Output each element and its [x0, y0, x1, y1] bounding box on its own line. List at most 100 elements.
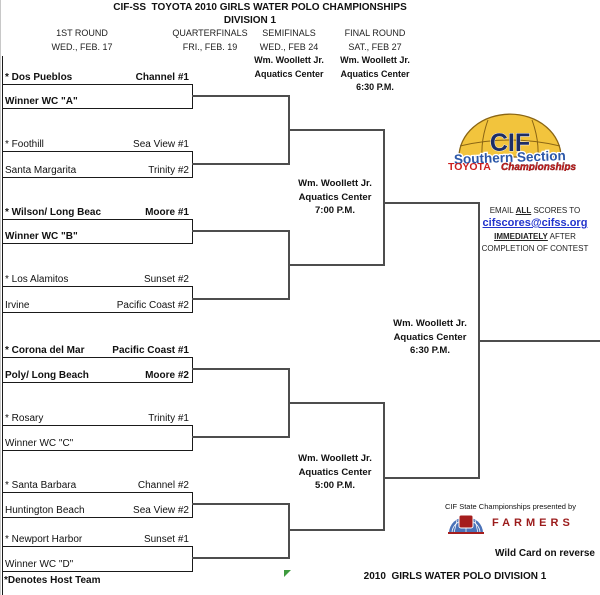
email-line-3: IMMEDIATELY AFTER	[471, 231, 599, 243]
farmers-arch-icon	[448, 514, 484, 534]
division-subtitle: DIVISION 1	[223, 15, 277, 26]
bracket-line	[192, 230, 289, 232]
team-name: * Corona del Mar	[5, 345, 85, 356]
logo-championships-text: Championships	[501, 162, 576, 171]
bracket-line	[2, 177, 192, 178]
round-time: 6:30 P.M.	[356, 82, 394, 92]
bracket-line	[383, 402, 385, 531]
team-name: * Foothill	[5, 139, 44, 150]
team-slot: * Foothill Sea View #1	[5, 137, 189, 150]
bracket-line	[2, 84, 192, 85]
email-mid: SCORES TO	[531, 206, 581, 215]
venue-line: Aquatics Center	[393, 331, 467, 343]
email-all-emphasis: ALL	[515, 206, 532, 215]
semifinal-top-venue: Wm. Woollett Jr. Aquatics Center 7:00 P.…	[285, 177, 385, 218]
bracket-line	[192, 163, 289, 165]
bracket-line	[192, 546, 193, 572]
email-suffix: AFTER	[547, 232, 576, 241]
team-slot: * Rosary Trinity #1	[5, 411, 189, 424]
green-marker-icon	[284, 570, 291, 577]
email-immediately-emphasis: IMMEDIATELY	[494, 232, 548, 241]
venue-time: 5:00 P.M.	[315, 480, 355, 491]
bracket-line	[288, 264, 385, 266]
round-date: WED., FEB. 17	[51, 41, 113, 52]
team-seed: Sunset #1	[143, 534, 189, 545]
bracket-line	[2, 243, 192, 244]
email-line-1: EMAIL ALL SCORES TO	[471, 205, 599, 216]
team-slot: Irvine Pacific Coast #2	[5, 298, 189, 311]
team-seed: Sea View #2	[133, 505, 189, 516]
team-seed: Moore #2	[145, 370, 189, 381]
team-name: Poly/ Long Beach	[5, 370, 89, 381]
bracket-line	[2, 571, 192, 572]
round-venue: Wm. Woollett Jr.	[254, 55, 324, 65]
bracket-line	[2, 108, 192, 109]
round-venue: Aquatics Center	[340, 68, 410, 79]
round-venue: Aquatics Center	[254, 68, 324, 79]
team-name: Winner WC "D"	[5, 559, 74, 570]
email-line-4: COMPLETION OF CONTEST	[481, 244, 589, 253]
team-slot: * Wilson/ Long Beac Moore #1	[5, 205, 189, 218]
bracket-line	[192, 557, 289, 559]
venue-line: Wm. Woollett Jr.	[393, 318, 467, 329]
team-seed: Moore #1	[145, 207, 189, 218]
bracket-line	[2, 56, 3, 595]
semifinal-bottom-venue: Wm. Woollett Jr. Aquatics Center 5:00 P.…	[285, 452, 385, 493]
team-seed: Sunset #2	[143, 274, 189, 285]
bracket-line	[2, 219, 192, 220]
final-venue: Wm. Woollett Jr. Aquatics Center 6:30 P.…	[380, 317, 480, 358]
team-slot: Poly/ Long Beach Moore #2	[5, 368, 189, 381]
host-team-note: *Denotes Host Team	[4, 575, 101, 586]
bracket-line	[192, 492, 193, 518]
champion-line	[478, 340, 600, 342]
team-name: * Los Alamitos	[5, 274, 69, 285]
column-header-quarterfinals: QUARTERFINALS FRI., FEB. 19	[150, 27, 270, 54]
team-slot: Winner WC "C"	[5, 436, 189, 449]
email-prefix: EMAIL	[489, 206, 516, 215]
venue-line: Aquatics Center	[298, 191, 372, 203]
bracket-line	[192, 425, 193, 451]
team-name: Winner WC "C"	[5, 438, 74, 449]
email-link[interactable]: cifscores@cifss.org	[482, 217, 588, 229]
footer-title: 2010 GIRLS WATER POLO DIVISION 1	[363, 571, 547, 582]
round-date: WED., FEB 24	[259, 41, 319, 52]
venue-line: Wm. Woollett Jr.	[298, 453, 372, 464]
team-seed: Pacific Coast #1	[112, 345, 189, 356]
bracket-line	[192, 357, 193, 383]
bracket-line	[288, 503, 290, 559]
bracket-line	[2, 286, 192, 287]
column-header-semifinals: SEMIFINALS WED., FEB 24 Wm. Woollett Jr.…	[229, 27, 349, 81]
email-scores-block: EMAIL ALL SCORES TO cifscores@cifss.org …	[471, 205, 599, 254]
team-slot: * Corona del Mar Pacific Coast #1	[5, 343, 189, 356]
team-name: * Dos Pueblos	[5, 72, 73, 83]
bracket-line	[2, 492, 192, 493]
round-label: 1ST ROUND	[56, 28, 108, 38]
team-name: Santa Margarita	[5, 165, 77, 176]
bracket-line	[2, 357, 192, 358]
venue-time: 7:00 P.M.	[315, 205, 355, 216]
bracket-line	[383, 129, 385, 266]
team-seed: Sea View #1	[133, 139, 189, 150]
team-name: * Rosary	[5, 413, 44, 424]
bracket-line	[383, 477, 480, 479]
team-name: * Wilson/ Long Beac	[5, 207, 102, 218]
round-label: QUARTERFINALS	[172, 28, 248, 38]
venue-time: 6:30 P.M.	[410, 345, 450, 356]
team-seed: Trinity #1	[148, 413, 189, 424]
round-date: FRI., FEB. 19	[182, 41, 238, 52]
bracket-line	[192, 503, 289, 505]
round-label: SEMIFINALS	[262, 28, 316, 38]
team-name: Irvine	[5, 300, 30, 311]
team-seed: Channel #1	[135, 72, 189, 83]
page-title: CIF-SS TOYOTA 2010 GIRLS WATER POLO CHAM…	[113, 2, 407, 13]
bracket-line	[383, 202, 480, 204]
team-seed: Pacific Coast #2	[116, 300, 189, 311]
team-name: * Santa Barbara	[5, 480, 77, 491]
wild-card-note: Wild Card on reverse	[495, 548, 595, 559]
team-name: Winner WC "A"	[5, 96, 78, 107]
